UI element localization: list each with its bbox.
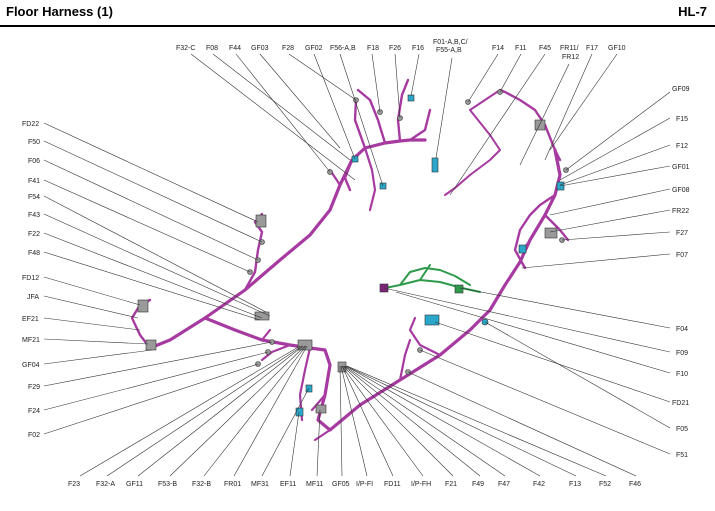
label-f51: F51 (676, 452, 688, 459)
label-f54: F54 (28, 194, 40, 201)
label-f32-a: F32-A (96, 481, 115, 488)
label-f05: F05 (676, 426, 688, 433)
label-fr01: FR01 (224, 481, 241, 488)
label-f45: F45 (539, 45, 551, 52)
label-f52: F52 (599, 481, 611, 488)
label-f48: F48 (28, 250, 40, 257)
label-f56-ab: F56-A,B (330, 45, 356, 52)
connector-fd12 (137, 299, 149, 313)
label-mf11: MF11 (306, 481, 323, 488)
label-f21: F21 (445, 481, 457, 488)
label-gf09: GF09 (672, 86, 690, 93)
label-f12: F12 (676, 143, 688, 150)
lower-branches (260, 316, 442, 442)
label-f11: F11 (515, 45, 527, 52)
label-f18: F18 (367, 45, 379, 52)
label-f42: F42 (533, 481, 545, 488)
connector-ef11 (295, 407, 304, 417)
label-ef11: EF11 (280, 481, 296, 488)
sub-harness (384, 264, 481, 293)
label-mf21: MF21 (22, 337, 40, 344)
label-fd11: FD11 (384, 481, 401, 488)
label-gf05: GF05 (332, 481, 350, 488)
connector-gf10 (534, 119, 546, 131)
label-f07: F07 (676, 252, 688, 259)
label-f24: F24 (28, 408, 40, 415)
labels: F32-C F08 F44 GF03 F28 GF02 F56-A,B F18 … (22, 39, 690, 488)
label-ip-fh: I/P-FH (411, 481, 431, 488)
label-f04: F04 (676, 326, 688, 333)
label-f10: F10 (676, 371, 688, 378)
connector-f01 (431, 157, 439, 173)
connector-fd22 (255, 214, 267, 228)
connector-fd21 (424, 314, 440, 326)
label-mf31: MF31 (251, 481, 269, 488)
page-title: Floor Harness (1) (6, 4, 113, 19)
connector-fr22 (544, 227, 558, 239)
label-fr12: FR12 (562, 54, 579, 61)
label-f13: F13 (569, 481, 581, 488)
main-trunk (148, 138, 427, 350)
label-f47: F47 (498, 481, 510, 488)
label-fr22: FR22 (672, 208, 689, 215)
label-f22: F22 (28, 231, 40, 238)
page-code: HL-7 (678, 4, 707, 19)
harness-trunk (130, 78, 570, 442)
label-f08: F08 (206, 45, 218, 52)
connector-mf11 (315, 404, 327, 414)
label-ef21: EF21 (22, 316, 39, 323)
label-fd22: FD22 (22, 121, 39, 128)
label-f32-c: F32-C (176, 45, 195, 52)
header-rule (0, 25, 715, 27)
label-f49: F49 (472, 481, 484, 488)
label-f44: F44 (229, 45, 241, 52)
label-f43: F43 (28, 212, 40, 219)
label-f46: F46 (629, 481, 641, 488)
label-f26: F26 (389, 45, 401, 52)
label-f15: F15 (676, 116, 688, 123)
upper-right-branch (444, 89, 501, 196)
label-f41: F41 (28, 178, 40, 185)
label-f27: F27 (676, 230, 688, 237)
label-f55-ab: F55-A,B (436, 47, 462, 54)
label-gf01: GF01 (672, 164, 690, 171)
label-f06: F06 (28, 158, 40, 165)
label-f28: F28 (282, 45, 294, 52)
front-branch (343, 78, 432, 192)
label-f02: F02 (28, 432, 40, 439)
label-f17: F17 (586, 45, 598, 52)
label-f16: F16 (412, 45, 424, 52)
label-gf11: GF11 (126, 481, 143, 488)
label-f09: F09 (676, 350, 688, 357)
connectors (137, 89, 569, 417)
connector-mf21 (145, 339, 157, 351)
label-ip-fi: I/P-FI (356, 481, 373, 488)
label-gf03: GF03 (251, 45, 269, 52)
label-f50: F50 (28, 139, 40, 146)
label-jfa: JFA (27, 294, 39, 301)
connector-f48 (254, 311, 270, 321)
label-f14: F14 (492, 45, 504, 52)
label-fr11: FR11/ (560, 45, 579, 52)
label-gf04: GF04 (22, 362, 40, 369)
label-gf10: GF10 (608, 45, 626, 52)
connector-f04 (454, 284, 464, 294)
left-branch (130, 212, 264, 350)
label-f29: F29 (28, 384, 40, 391)
connector-f07 (518, 244, 527, 254)
label-gf08: GF08 (672, 187, 690, 194)
label-fd21: FD21 (672, 400, 689, 407)
leader-lines (43, 53, 671, 477)
label-f32-b: F32-B (192, 481, 211, 488)
page-header: Floor Harness (1) HL-7 (0, 0, 715, 27)
label-f53-b: F53-B (158, 481, 177, 488)
label-gf02: GF02 (305, 45, 323, 52)
label-f01-abc: F01-A,B,C/ (433, 39, 468, 46)
label-f23: F23 (68, 481, 80, 488)
label-fd12: FD12 (22, 275, 39, 282)
